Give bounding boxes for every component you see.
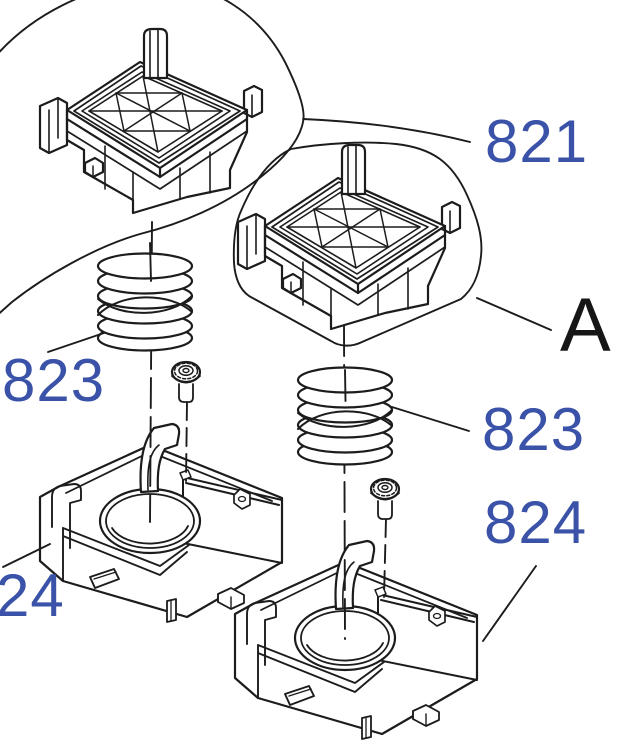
- part-number-824-right: 824: [484, 489, 588, 556]
- coil-spring-left: [96, 252, 194, 352]
- cap-assembly-top-left: [38, 27, 264, 215]
- part-number-823-right: 823: [482, 396, 586, 463]
- leader-823-right: [391, 406, 470, 432]
- part-number-821: 821: [485, 108, 589, 175]
- cap-holder-right: [233, 539, 479, 741]
- cap-assembly-center: [236, 143, 462, 331]
- leader-824-right: [482, 565, 537, 642]
- boundary-blob-top-left: [0, 0, 305, 314]
- leader-821: [302, 118, 471, 143]
- leader-823-left: [47, 332, 105, 353]
- leader-A: [476, 297, 552, 331]
- leader-lines: [2, 118, 552, 642]
- axis-in-spring-right: [344, 369, 347, 402]
- flange-screw-right: [369, 477, 401, 521]
- callout-letter-a: A: [560, 283, 611, 368]
- part-number-824-left-truncated: 24: [0, 562, 65, 629]
- axis-in-spring-left: [149, 242, 152, 282]
- part-number-823-left: 823: [2, 347, 106, 414]
- cap-holder-left: [38, 422, 284, 624]
- leader-824-left: [2, 543, 51, 568]
- flange-screw-left: [170, 360, 202, 404]
- boundary-rounded-center: [232, 141, 483, 347]
